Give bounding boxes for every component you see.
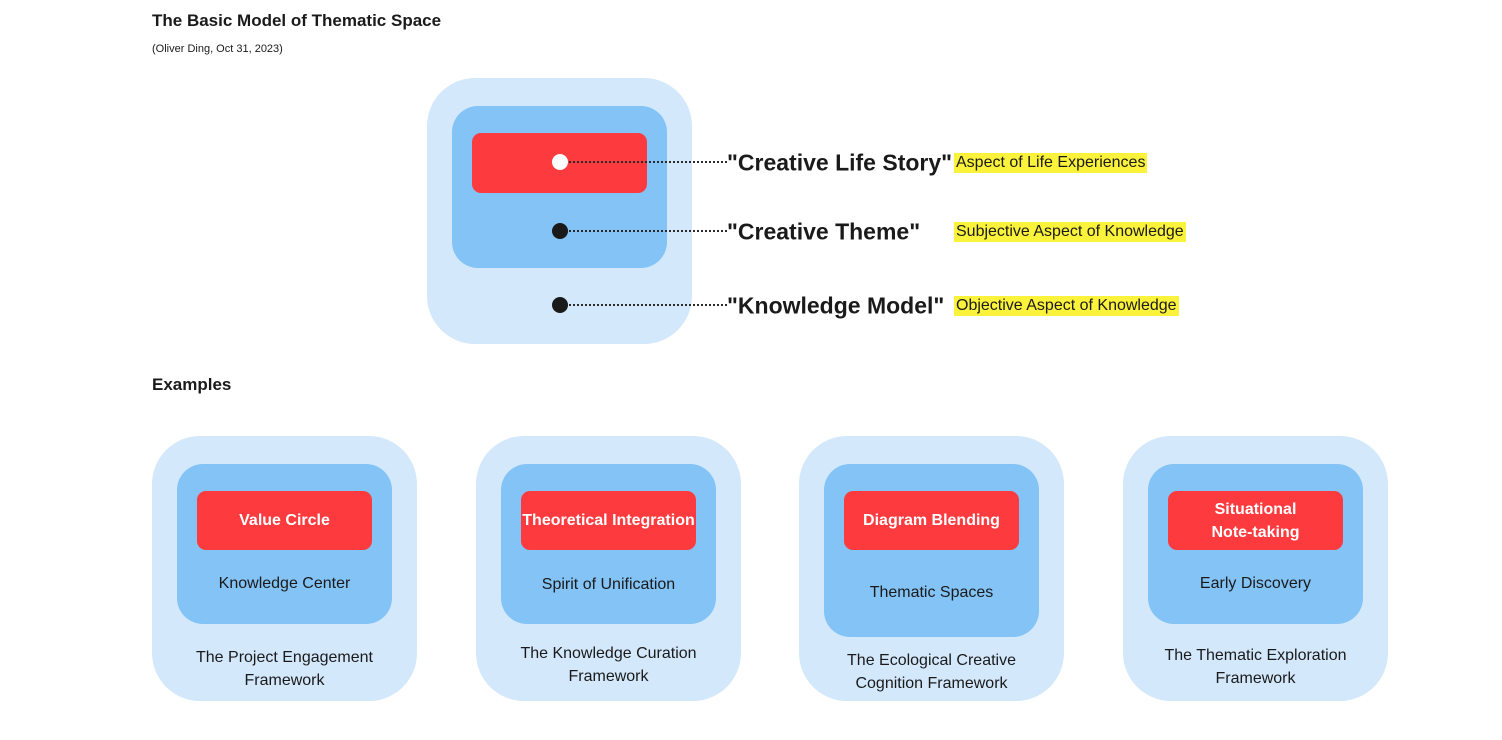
example-card-thematic-exploration: Situational Note-taking Early Discovery … [1123,436,1388,701]
label-creative-theme: "Creative Theme" [727,218,921,245]
example-middle-label: Knowledge Center [218,575,351,592]
examples-heading: Examples [152,375,232,394]
aspect-objective-knowledge: Objective Aspect of Knowledge [954,296,1179,316]
marker-dot-life-story [552,154,568,170]
aspect-subjective-knowledge: Subjective Aspect of Knowledge [954,222,1186,242]
example-middle-layer: Theoretical Integration Spirit of Unific… [501,464,716,624]
marker-dot-knowledge-model [552,297,568,313]
example-inner-label: Diagram Blending [844,491,1019,550]
example-card-knowledge-curation: Theoretical Integration Spirit of Unific… [476,436,741,701]
page-title: The Basic Model of Thematic Space [152,11,442,30]
label-creative-life-story: "Creative Life Story" [727,149,953,176]
example-inner-label: Situational Note-taking [1168,491,1343,550]
leader-line-life-story [560,161,727,163]
leader-line-creative-theme [560,230,727,232]
example-middle-label: Spirit of Unification [541,576,676,593]
example-middle-label: Thematic Spaces [869,584,994,601]
example-framework-label: The Ecological Creative Cognition Framew… [847,652,1016,692]
example-framework-label: The Knowledge Curation Framework [520,645,697,685]
example-middle-layer: Situational Note-taking Early Discovery [1148,464,1363,624]
page-subtitle: (Oliver Ding, Oct 31, 2023) [152,43,283,55]
example-framework-label: The Thematic Exploration Framework [1164,647,1347,687]
example-framework-label: The Project Engagement Framework [196,649,373,689]
aspect-life-experiences: Aspect of Life Experiences [954,153,1148,173]
example-middle-layer: Diagram Blending Thematic Spaces [824,464,1039,637]
example-inner-label: Value Circle [197,491,372,550]
example-middle-layer: Value Circle Knowledge Center [177,464,392,624]
label-knowledge-model: "Knowledge Model" [727,292,945,319]
example-card-project-engagement: Value Circle Knowledge Center The Projec… [152,436,417,701]
example-middle-label: Early Discovery [1199,575,1312,592]
example-card-ecological-creative-cognition: Diagram Blending Thematic Spaces The Eco… [799,436,1064,701]
leader-line-knowledge-model [560,304,727,306]
marker-dot-creative-theme [552,223,568,239]
example-inner-label: Theoretical Integration [521,491,696,550]
